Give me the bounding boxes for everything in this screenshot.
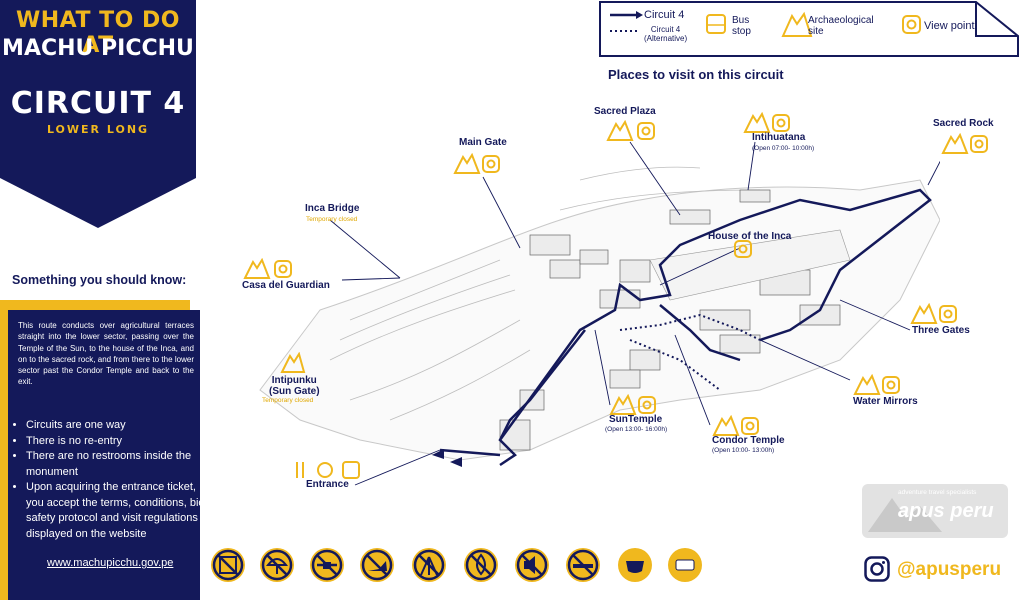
sun-temple-icons: [609, 394, 656, 415]
circuit-4-route-lower: [498, 329, 586, 441]
entrance-arrow: [432, 449, 444, 459]
no-smoking-icon: [566, 548, 600, 582]
legend-view-point: View point: [924, 20, 975, 32]
intihuatana-icons: [743, 112, 790, 133]
legend-archaeological: Archaeological site: [808, 15, 874, 37]
house-inca-viewpoint-icon: [734, 240, 752, 258]
info-box: [0, 300, 200, 600]
info-box-side-bar: [0, 300, 8, 600]
label-three-gates: Three Gates: [912, 325, 970, 336]
brand-logo: [862, 484, 1008, 538]
no-high-heels-icon: [360, 548, 394, 582]
main-gate-icons: [453, 153, 500, 174]
label-sacred-rock: Sacred Rock: [933, 118, 994, 129]
condor-temple-icons: [712, 415, 759, 436]
label-inca-bridge: Inca Bridge: [305, 203, 360, 214]
site-map: [259, 141, 940, 486]
brand-tagline: adventure travel specialists: [898, 489, 977, 496]
entrance-icons: [296, 461, 360, 479]
label-sacred-plaza: Sacred Plaza: [594, 106, 656, 117]
mask-required-icon: [618, 548, 652, 582]
ticket-icon: [668, 548, 702, 582]
water-mirrors-icons: [853, 374, 900, 395]
legend: Circuit 4 Circuit 4 (Alternative) Bus st…: [598, 0, 1022, 58]
instagram-icon[interactable]: [864, 556, 890, 582]
label-main-gate: Main Gate: [459, 137, 507, 148]
rule-item: There is no re-entry: [26, 434, 214, 450]
ribbon-shape: [0, 0, 196, 228]
leader-lines: [329, 141, 940, 486]
casa-guardian-icons: [243, 258, 292, 279]
no-loud-speakers-icon: [515, 548, 549, 582]
label-condor-temple: Condor Temple: [712, 435, 785, 446]
circuit-4-route: [498, 188, 932, 467]
no-fire-icon: [464, 548, 498, 582]
info-box-top-bar: [0, 300, 190, 310]
brand-name: apus peru: [898, 500, 994, 522]
circuit-title: CIRCUIT 4: [10, 86, 186, 121]
three-gates-icons: [910, 303, 957, 324]
label-intihuatana: Intihuatana: [752, 132, 806, 143]
sacred-rock-icons: [941, 133, 988, 154]
rule-item: There are no restrooms inside the monume…: [26, 449, 214, 480]
label-house-inca: House of the Inca: [708, 231, 792, 242]
exit-arrow: [450, 457, 462, 467]
info-paragraph: This route conducts over agricultural te…: [18, 321, 194, 387]
rules-list: Circuits are one way There is no re-entr…: [12, 418, 214, 542]
intipunku-archaeological-icon: [280, 352, 306, 373]
label-sun-temple: SunTemple: [609, 414, 663, 425]
title-ribbon: WHAT TO DO AT MACHU PICCHU CIRCUIT 4 LOW…: [0, 0, 196, 230]
legend-frame: [599, 1, 1019, 57]
no-umbrella-icon: [260, 548, 294, 582]
title-line-1: WHAT TO DO AT: [16, 8, 180, 58]
title-line-2: MACHU PICCHU: [2, 36, 194, 61]
main-plaza: [649, 229, 851, 301]
legend-circuit: Circuit 4: [644, 9, 685, 21]
buildings: [499, 189, 841, 451]
label-entrance: Entrance: [306, 479, 349, 490]
label-casa-guardian: Casa del Guardian: [242, 280, 330, 291]
intihuatana-hours: (Open 07:00- 10:00h): [752, 145, 815, 152]
label-intipunku: Intipunku (Sun Gate): [269, 375, 320, 397]
terraces: [329, 166, 761, 421]
exit-route: [439, 448, 501, 457]
rule-item: Upon acquiring the entrance ticket, you …: [26, 480, 214, 542]
legend-alternative: Circuit 4 (Alternative): [644, 25, 688, 43]
inca-bridge-status: Temporary closed: [306, 216, 358, 223]
instagram-handle[interactable]: @apusperu: [897, 559, 1002, 580]
label-water-mirrors: Water Mirrors: [853, 396, 918, 407]
info-box-panel: [8, 310, 200, 600]
circuit-subtitle: LOWER LONG: [46, 123, 150, 136]
places-title: Places to visit on this circuit: [608, 67, 784, 82]
condor-temple-hours: (Open 10:00- 13:00h): [712, 447, 775, 454]
sun-temple-hours: (Open 13:00- 16:00h): [605, 426, 668, 433]
no-large-bags-icon: [211, 548, 245, 582]
intipunku-status: Temporary closed: [262, 397, 314, 404]
no-drone-icon: [310, 548, 344, 582]
website-link[interactable]: www.machupicchu.gov.pe: [47, 557, 174, 569]
no-tripod-icon: [412, 548, 446, 582]
sacred-plaza-icons: [606, 120, 655, 141]
legend-bus-stop: Bus stop: [732, 15, 751, 37]
rule-item: Circuits are one way: [26, 418, 214, 434]
info-heading: Something you should know:: [12, 273, 187, 287]
circuit-4-alternative-route: [619, 313, 761, 391]
